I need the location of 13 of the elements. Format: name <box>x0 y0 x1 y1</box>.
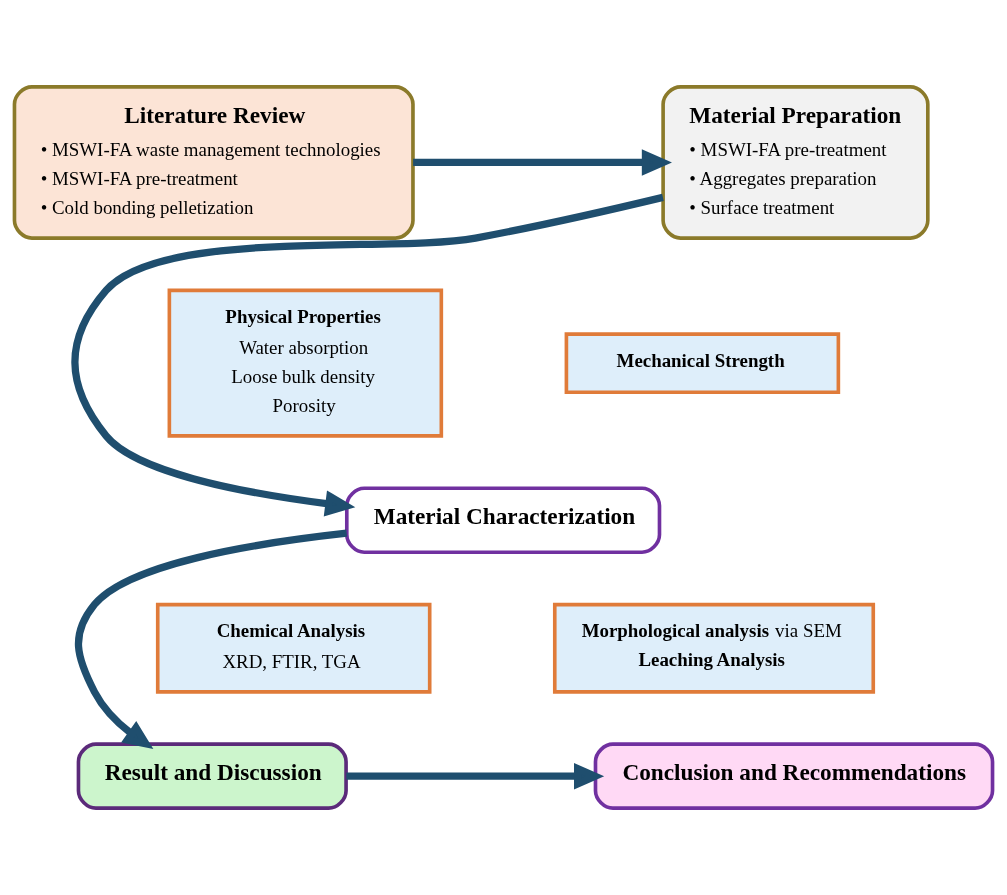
node-box: Chemical Analysis XRD, FTIR, TGA <box>155 602 432 694</box>
node-box: Morphological analysis via SEM Leaching Analysis <box>552 602 876 694</box>
node-box: Physical Properties Water absorption Loose bulk density Porosity <box>167 288 444 438</box>
arrow <box>71 193 664 517</box>
node-box: Material Characterization <box>344 486 662 555</box>
node-box: Mechanical Strength <box>564 332 841 395</box>
arrow <box>74 529 348 750</box>
node-box: Literature Review • MSWI-FA waste management technologies • MSWI-FA pre-treatment • Cold bonding pelletization <box>12 85 415 240</box>
arrow <box>346 763 605 790</box>
arrow <box>413 149 672 176</box>
node-box: Result and Discussion <box>76 742 348 810</box>
node-box: Material Preparation • MSWI-FA pre-treatment • Aggregates preparation • Surface treatment <box>661 85 930 240</box>
node-box: Conclusion and Recommendations <box>593 742 995 810</box>
